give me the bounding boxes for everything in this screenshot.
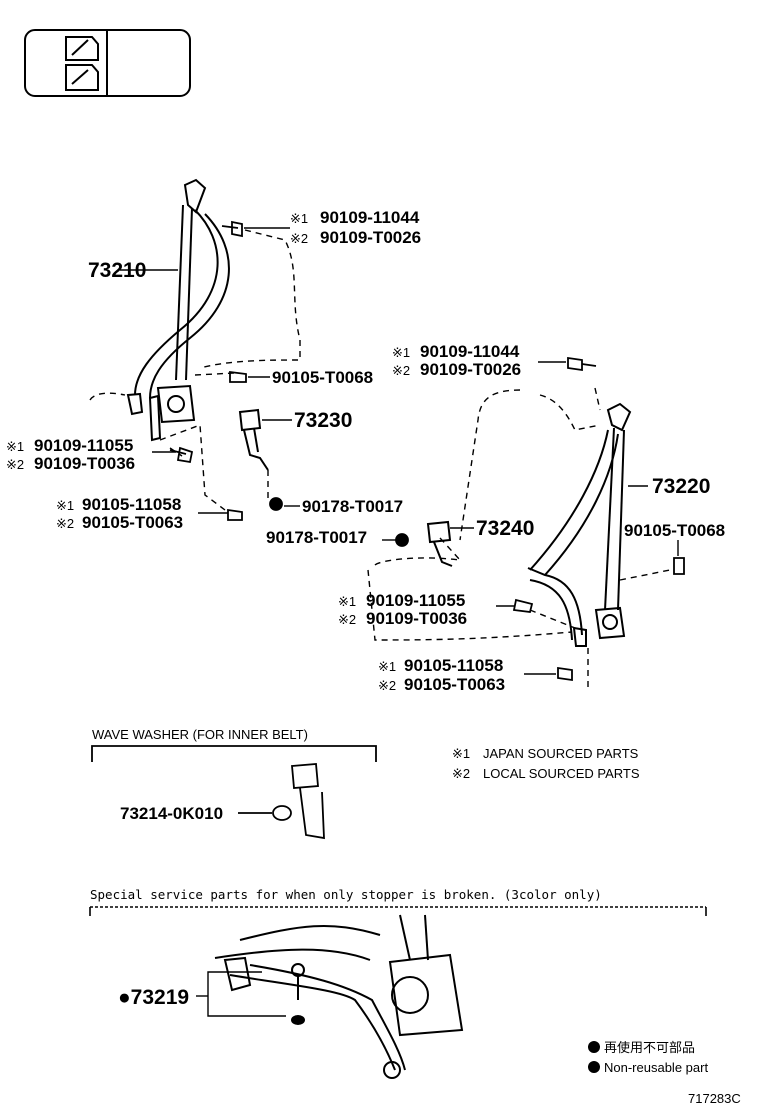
part-label-73240: 73240 [476, 517, 534, 540]
nonreusable-legend-en: Non-reusable part [604, 1060, 708, 1075]
part-label-bolt-a1: 90109-11044 [320, 208, 420, 227]
right-buckle [426, 520, 453, 567]
right-seatbelt-drawing [527, 402, 632, 647]
mark-2: ※2 [6, 457, 24, 472]
left-seatbelt-drawing [126, 178, 230, 442]
part-label-t0068-left: 90105-T0068 [272, 368, 373, 387]
mark-1: ※1 [56, 498, 74, 513]
mark-2: ※2 [56, 516, 74, 531]
door-icon [65, 36, 99, 61]
part-label-bolt-c1: 90109-11055 [34, 436, 133, 455]
mark-2: ※2 [290, 231, 308, 246]
part-label-73220: 73220 [652, 475, 710, 498]
mark-1: ※1 [452, 746, 470, 761]
leader-lines-left [120, 227, 300, 514]
part-label-bolt-f1: 90105-11058 [404, 656, 503, 675]
mark-1: ※1 [6, 439, 24, 454]
leader-lines-right [382, 361, 679, 675]
mark-1: ※1 [338, 594, 356, 609]
right-bolts [395, 356, 685, 682]
part-label-bolt-d1: 90105-11058 [82, 495, 181, 514]
part-label-73219: ●73219 [118, 986, 189, 1009]
part-label-bolt-e1: 90109-11055 [366, 591, 465, 610]
legend-local-sourced: LOCAL SOURCED PARTS [483, 766, 640, 781]
part-label-t0068-right: 90105-T0068 [624, 521, 725, 540]
part-label-nut-right: 90178-T0017 [266, 528, 367, 547]
legend-japan-sourced: JAPAN SOURCED PARTS [483, 746, 639, 761]
mark-1: ※1 [378, 659, 396, 674]
part-label-bolt-d2: 90105-T0063 [82, 513, 183, 532]
figure-id: 717283C [688, 1091, 741, 1106]
wave-washer-title: WAVE WASHER (FOR INNER BELT) [92, 727, 308, 742]
stopper-drawing [214, 914, 464, 1079]
mark-2: ※2 [392, 363, 410, 378]
part-label-bolt-a2: 90109-T0026 [320, 228, 421, 247]
part-label-73210: 73210 [88, 259, 146, 282]
nonreusable-legend-jp: 再使用不可部品 [604, 1040, 695, 1055]
mark-2: ※2 [378, 678, 396, 693]
part-label-bolt-b1: 90109-11044 [420, 342, 520, 361]
left-seat-outline [89, 229, 301, 511]
part-label-bolt-e2: 90109-T0036 [366, 609, 467, 628]
left-buckle [238, 408, 269, 471]
part-label-wave-washer: 73214-0K010 [120, 804, 223, 823]
view-icon-box [24, 29, 191, 97]
part-label-nut-left: 90178-T0017 [302, 497, 403, 516]
mark-1: ※1 [392, 345, 410, 360]
part-label-bolt-b2: 90109-T0026 [420, 360, 521, 379]
part-label-bolt-f2: 90105-T0063 [404, 675, 505, 694]
mark-1: ※1 [290, 211, 308, 226]
wave-washer-frame [91, 745, 377, 840]
bullet-icon [588, 1061, 600, 1073]
bullet-icon [588, 1041, 600, 1053]
left-bolts [169, 220, 283, 521]
door-icon [65, 64, 99, 91]
part-label-bolt-c2: 90109-T0036 [34, 454, 135, 473]
part-label-73230: 73230 [294, 409, 352, 432]
special-parts-frame [89, 906, 707, 916]
mark-2: ※2 [338, 612, 356, 627]
mark-2: ※2 [452, 766, 470, 781]
stopper-leader [196, 971, 286, 1017]
right-seat-outline [367, 387, 671, 690]
special-parts-title: Special service parts for when only stop… [90, 887, 602, 902]
